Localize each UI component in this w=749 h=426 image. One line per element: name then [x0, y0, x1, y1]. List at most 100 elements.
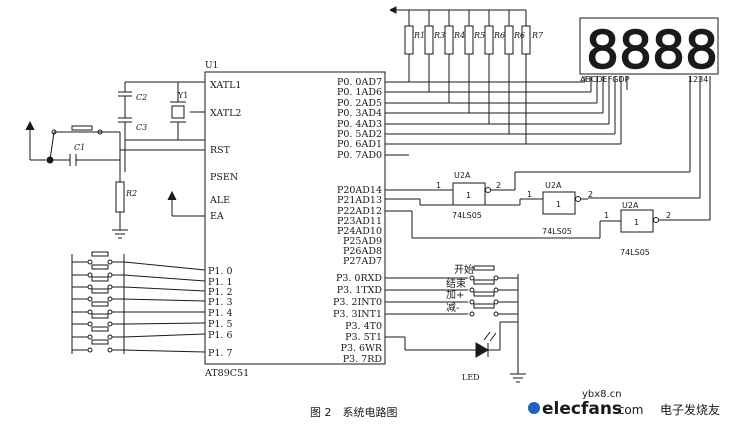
svg-text:74LS05: 74LS05	[620, 248, 650, 257]
crystal-y1	[171, 105, 185, 119]
resistor-r1	[404, 25, 414, 55]
mcu-part: AT89C51	[204, 368, 249, 379]
inverter-2	[385, 191, 588, 215]
resistor-r6	[484, 25, 494, 55]
p2-pin-labels: P20AD14 P21AD13 P22AD12 P23AD11 P24AD10 …	[337, 185, 382, 267]
resistor-labels: R1 R3 R4 R5 R6 R6 R7	[413, 31, 544, 40]
p3-buttons	[385, 265, 518, 317]
c2-label: C2	[136, 93, 147, 102]
svg-text:电子发烧友: 电子发烧友	[660, 402, 720, 417]
svg-text:2: 2	[666, 211, 671, 220]
svg-text:ybx8.cn: ybx8.cn	[582, 389, 622, 400]
c1-label: C1	[74, 143, 85, 152]
svg-text:R7: R7	[531, 31, 544, 40]
svg-text:减-: 减-	[446, 302, 460, 314]
svg-text:R1: R1	[413, 31, 425, 40]
svg-text:U2A: U2A	[545, 181, 562, 190]
svg-text:P24AD10: P24AD10	[337, 226, 382, 237]
p3-pin-labels: P3. 0RXD P3. 1TXD P3. 2INT0 P3. 3INT1 P3…	[333, 273, 383, 365]
svg-text:P1. 4: P1. 4	[208, 308, 233, 319]
svg-text:P0. 1AD6: P0. 1AD6	[337, 87, 382, 98]
svg-text:P0. 2AD5: P0. 2AD5	[337, 98, 382, 109]
svg-text:1: 1	[527, 190, 532, 199]
pin-rst: RST	[210, 145, 231, 156]
svg-text:8: 8	[685, 21, 718, 81]
pin-ale: ALE	[209, 195, 230, 206]
svg-text:P3. 6WR: P3. 6WR	[341, 343, 383, 354]
svg-text:P1. 6: P1. 6	[208, 330, 233, 341]
resistor-r4	[444, 25, 454, 55]
resistor-r5	[464, 25, 474, 55]
svg-text:P3. 2INT0: P3. 2INT0	[333, 297, 382, 308]
svg-text:P0. 7AD0: P0. 7AD0	[337, 150, 382, 161]
digit-pin-label: 1234	[688, 75, 708, 84]
svg-text:P1. 5: P1. 5	[208, 319, 233, 330]
brand-logo-icon	[528, 402, 540, 414]
svg-text:R3: R3	[433, 31, 445, 40]
inverter-1	[385, 182, 515, 206]
svg-text:P3. 3INT1: P3. 3INT1	[333, 309, 382, 320]
mcu-body	[204, 71, 386, 365]
svg-text:P1. 1: P1. 1	[208, 277, 233, 288]
resistor-reset	[115, 181, 125, 213]
r-reset-label: R2	[125, 189, 137, 198]
svg-text:P27AD7: P27AD7	[343, 256, 382, 267]
svg-text:8: 8	[586, 21, 619, 81]
svg-text:P21AD13: P21AD13	[337, 195, 382, 206]
svg-text:74LS05: 74LS05	[452, 211, 482, 220]
watermark: ybx8.cn elecfans ·com 电子发烧友	[528, 389, 720, 419]
svg-text:开始: 开始	[454, 263, 474, 276]
svg-text:P26AD8: P26AD8	[343, 246, 382, 257]
button-labels: 开始 结束 加+ 减-	[446, 263, 474, 314]
mcu-ref: U1	[205, 61, 218, 71]
segment-pin-label: ABCDEFGDP	[580, 75, 630, 84]
inverter-3	[385, 209, 670, 239]
svg-text:P1. 2: P1. 2	[208, 287, 233, 298]
inverter-labels: U2A 1 1 2 74LS05 U2A 1 1 2 74LS05 U2A 1 …	[436, 171, 671, 257]
svg-text:R6: R6	[513, 31, 525, 40]
svg-text:P1. 7: P1. 7	[208, 348, 233, 359]
svg-text:P20AD14: P20AD14	[337, 185, 382, 196]
svg-text:U2A: U2A	[622, 201, 639, 210]
svg-text:P0. 0AD7: P0. 0AD7	[337, 77, 382, 88]
y1-label: Y1	[177, 91, 188, 100]
display-digits: 8 8 8 8	[585, 20, 718, 81]
svg-text:P3. 0RXD: P3. 0RXD	[336, 273, 382, 284]
pin-xatl1: XATL1	[210, 80, 241, 91]
svg-text:8: 8	[619, 21, 652, 81]
pin-xatl2: XATL2	[210, 108, 241, 119]
led-label: LED	[462, 373, 480, 382]
svg-text:2: 2	[496, 181, 501, 190]
svg-text:P23AD11: P23AD11	[337, 216, 382, 227]
svg-text:1: 1	[604, 211, 609, 220]
svg-text:P0. 5AD2: P0. 5AD2	[337, 129, 382, 140]
svg-text:8: 8	[652, 21, 685, 81]
svg-text:1: 1	[436, 181, 441, 190]
svg-text:1: 1	[466, 191, 471, 200]
svg-text:1: 1	[634, 218, 639, 227]
p1-pin-labels: P1. 0 P1. 1 P1. 2 P1. 3 P1. 4 P1. 5 P1. …	[208, 266, 233, 359]
led	[475, 331, 497, 358]
svg-text:P22AD12: P22AD12	[337, 206, 382, 217]
c3-label: C3	[136, 123, 147, 132]
svg-text:P3. 1TXD: P3. 1TXD	[337, 285, 383, 296]
svg-text:R6: R6	[493, 31, 505, 40]
resistor-r6b	[504, 25, 514, 55]
svg-text:R4: R4	[453, 31, 465, 40]
svg-text:结束: 结束	[446, 277, 466, 290]
svg-text:·com: ·com	[614, 403, 643, 417]
svg-text:P3. 7RD: P3. 7RD	[343, 354, 383, 365]
svg-text:2: 2	[588, 190, 593, 199]
svg-text:R5: R5	[473, 31, 485, 40]
resistor-r3	[424, 25, 434, 55]
p1-keypad	[72, 251, 206, 353]
figure-caption: 图 2 系统电路图	[310, 406, 398, 419]
svg-text:74LS05: 74LS05	[542, 227, 572, 236]
svg-text:elecfans: elecfans	[542, 399, 622, 419]
pin-psen: PSEN	[210, 172, 238, 183]
svg-text:P3. 4T0: P3. 4T0	[345, 321, 382, 332]
svg-text:U2A: U2A	[454, 171, 471, 180]
svg-text:P0. 6AD1: P0. 6AD1	[337, 139, 382, 150]
pin-ea: EA	[210, 211, 224, 222]
